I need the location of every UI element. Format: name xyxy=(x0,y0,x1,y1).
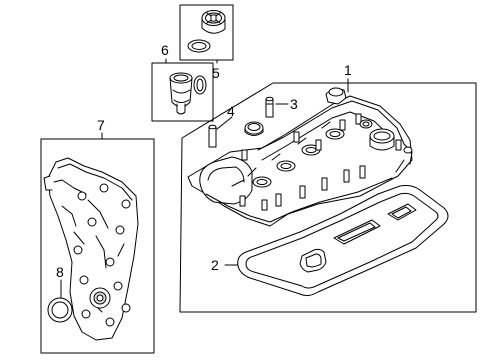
valve-cover-assembly xyxy=(187,87,413,227)
pcv-valve xyxy=(169,72,193,115)
filler-cap-seal-ring xyxy=(187,39,211,53)
callout-4: 4 xyxy=(227,103,235,119)
ventilation-valve xyxy=(265,96,274,118)
timing-cover-group-frame xyxy=(40,138,155,354)
pcv-valve-group-frame xyxy=(151,62,214,122)
filler-cap-group-frame xyxy=(179,4,234,61)
valve-cover-group-frame xyxy=(179,82,477,313)
spark-plug-tube-sleeve xyxy=(208,124,217,148)
timing-cover xyxy=(43,157,139,341)
leader-4 xyxy=(216,116,233,130)
rubber-grommet xyxy=(244,121,264,136)
callout-1: 1 xyxy=(344,62,352,78)
callout-8: 8 xyxy=(56,264,64,280)
oil-filler-cap xyxy=(201,10,226,34)
callout-5: 5 xyxy=(212,65,220,81)
callout-7: 7 xyxy=(97,117,105,133)
pcv-valve-seal-ring xyxy=(193,75,207,95)
callout-6: 6 xyxy=(161,42,169,58)
callout-2: 2 xyxy=(211,257,219,273)
callout-3: 3 xyxy=(290,96,298,112)
front-crankshaft-seal xyxy=(47,297,73,323)
valve-cover-gasket xyxy=(237,185,449,297)
